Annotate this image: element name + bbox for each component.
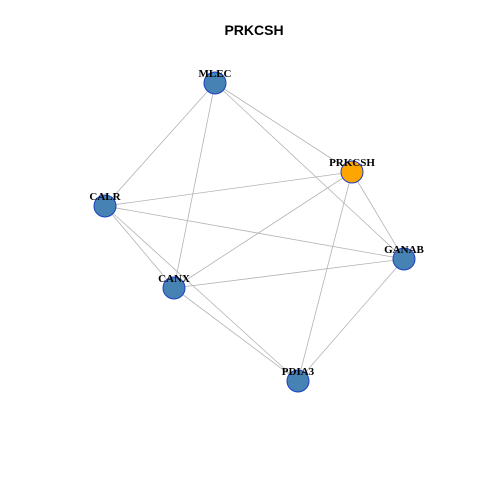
node-label-prkcsh: PRKCSH [329, 157, 375, 169]
edge-calr-canx [104, 205, 175, 289]
edge-calr-pdia3 [104, 205, 299, 382]
edge-mlec-calr [104, 82, 216, 207]
edge-prkcsh-ganab [351, 171, 405, 260]
node-pdia3 [286, 369, 310, 393]
node-canx [162, 276, 186, 300]
nodes-layer [93, 71, 416, 393]
edge-ganab-pdia3 [297, 258, 405, 382]
node-label-ganab: GANAB [384, 244, 424, 256]
edge-ganab-canx [173, 258, 405, 289]
edge-prkcsh-pdia3 [297, 171, 353, 382]
edges-layer [104, 82, 405, 382]
edge-prkcsh-canx [173, 171, 353, 289]
node-ganab [392, 247, 416, 271]
node-label-calr: CALR [89, 191, 121, 203]
edge-calr-ganab [104, 205, 405, 260]
edge-prkcsh-calr [104, 171, 353, 207]
edge-mlec-canx [173, 82, 216, 289]
node-label-canx: CANX [158, 273, 190, 285]
node-label-mlec: MLEC [199, 68, 232, 80]
diagram-title: PRKCSH [224, 22, 283, 38]
edge-mlec-prkcsh [214, 82, 353, 173]
labels-layer: MLEC PRKCSH CALR GANAB CANX PDIA3 [89, 68, 424, 378]
node-label-pdia3: PDIA3 [282, 366, 315, 378]
node-prkcsh [340, 160, 364, 184]
edge-mlec-ganab [214, 82, 405, 260]
node-mlec [203, 71, 227, 95]
node-calr [93, 194, 117, 218]
edge-canx-pdia3 [173, 287, 299, 382]
